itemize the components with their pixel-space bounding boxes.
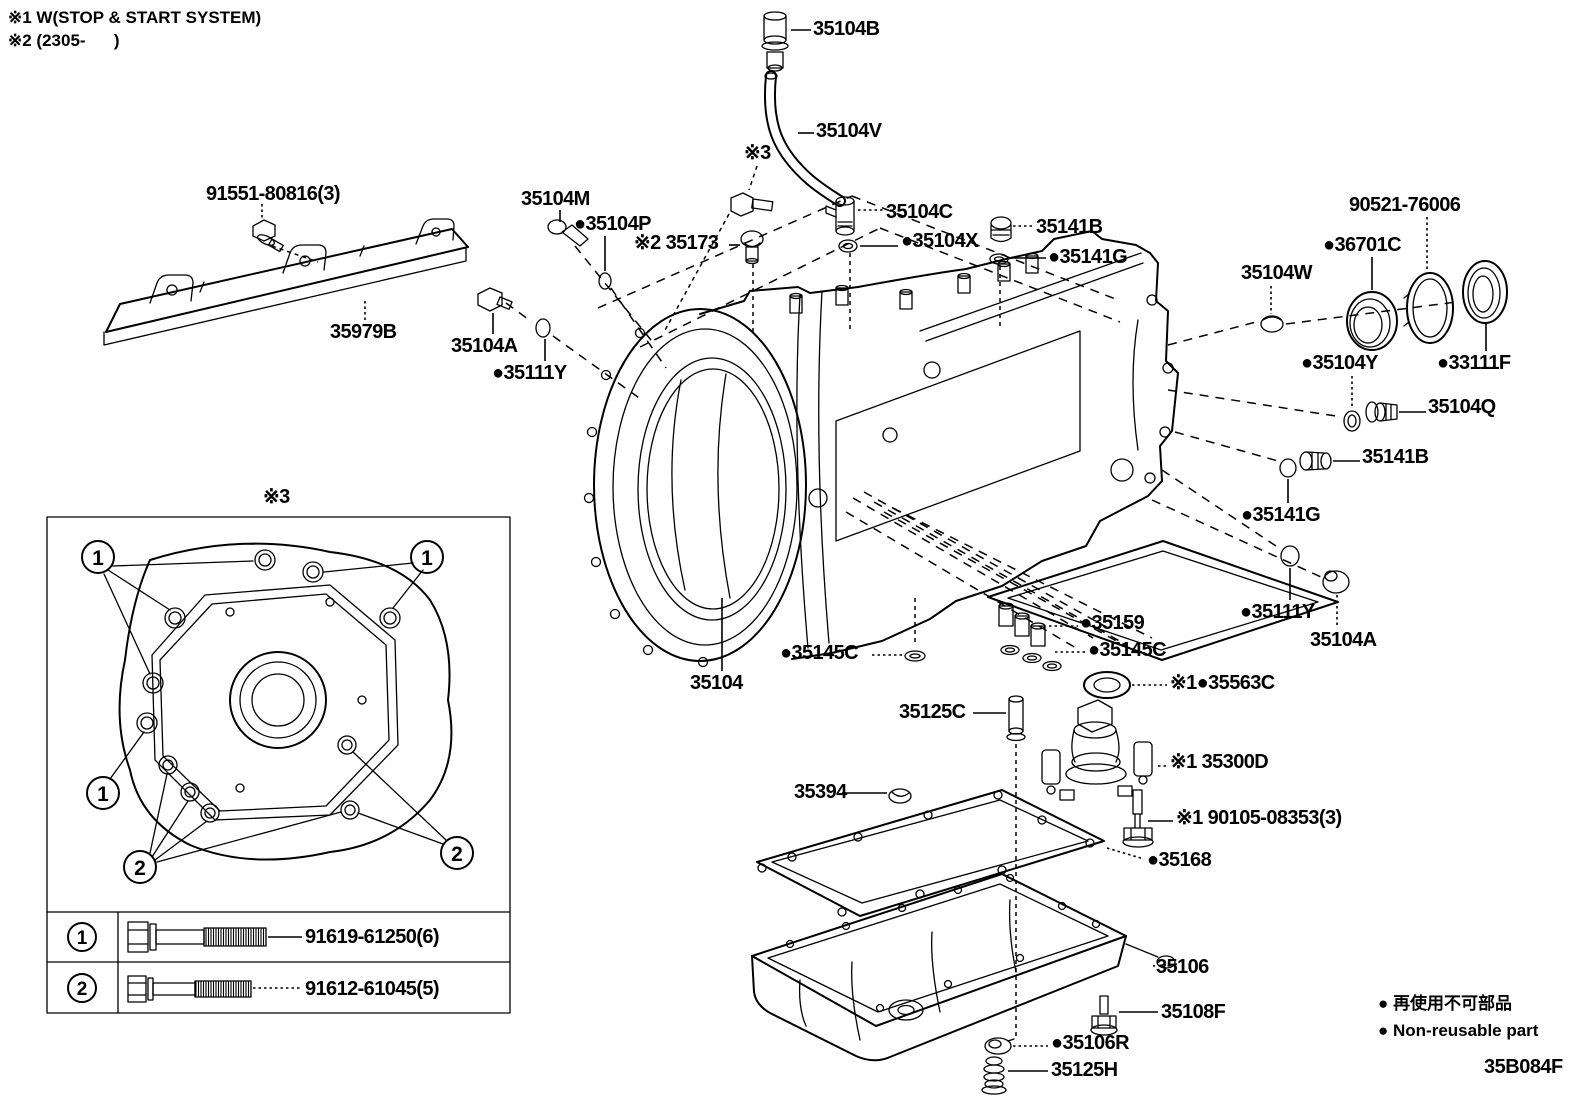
- part-label-35173: ※2 35173: [634, 232, 719, 254]
- part-label-35141B: 35141B: [1036, 216, 1103, 238]
- table-part-91619: 91619-61250(6): [305, 926, 440, 948]
- seal-36701C: [1346, 291, 1398, 351]
- callout-1c: 1: [97, 783, 109, 806]
- legend-nonreusable-en: ● Non-reusable part: [1378, 1021, 1539, 1040]
- sensor-35104M: [547, 219, 589, 247]
- callout-1a: 1: [92, 547, 104, 570]
- part-label-35104Y: ●35104Y: [1301, 352, 1378, 374]
- part-label-35104C: 35104C: [886, 201, 953, 223]
- part-label-35106: 35106: [1156, 956, 1209, 978]
- diagram-code: 35B084F: [1484, 1056, 1563, 1078]
- part-label-35145C-right: ●35145C: [1088, 639, 1167, 661]
- gasket-35168: [756, 789, 1105, 917]
- oring-35104Y: [1343, 410, 1361, 432]
- oil-pan-35106: [751, 873, 1176, 1062]
- inset-housing-rear-view: [103, 542, 453, 863]
- bolt-35108F: [1090, 995, 1118, 1036]
- oring-35111Y-left: [535, 318, 551, 338]
- part-label-35394: 35394: [794, 781, 847, 803]
- part-label-35300D: ※1 35300D: [1170, 751, 1269, 773]
- inset-table: 1 2: [67, 921, 302, 1003]
- table-num-1: 1: [77, 928, 88, 949]
- part-label-35125H: 35125H: [1051, 1059, 1118, 1081]
- part-label-35141G-2: ●35141G: [1241, 504, 1321, 526]
- oring-35104P: [598, 272, 612, 290]
- callout-2a: 2: [134, 857, 146, 880]
- plug-35141B: [990, 216, 1012, 243]
- callout-2b: 2: [451, 843, 463, 866]
- table-part-91612: 91612-61045(5): [305, 978, 440, 1000]
- part-label-35563C: ※1●35563C: [1170, 672, 1275, 694]
- oring-35111Y-2: [1280, 545, 1300, 567]
- callout-1b: 1: [421, 547, 433, 570]
- part-label-35979B: 35979B: [330, 321, 397, 343]
- part-label-35141B-2: 35141B: [1362, 446, 1429, 468]
- part-label-35111Y-left: ●35111Y: [492, 362, 567, 384]
- plug-35104A-2: [1322, 570, 1350, 594]
- part-label-35104A-2: 35104A: [1310, 629, 1377, 651]
- inset-box: 1 1 1 2 2 1 2: [46, 516, 511, 1014]
- snap-ring-90521: [1403, 272, 1454, 344]
- part-label-35104P: ●35104P: [574, 213, 651, 235]
- solenoid-35300D: [1041, 699, 1153, 801]
- part-label-33111F: ●33111F: [1437, 352, 1511, 374]
- legend-nonreusable-jp: ● 再使用不可部品: [1378, 994, 1512, 1013]
- part-label-35106R: ●35106R: [1051, 1032, 1130, 1054]
- note-date-range: ※2 (2305- ): [8, 31, 120, 50]
- part-label-35104B: 35104B: [813, 18, 880, 40]
- fitting-35104Q: [1365, 401, 1398, 423]
- bolt-35173: [740, 230, 764, 265]
- table-num-2: 2: [77, 979, 88, 1000]
- breather-plug-35104B: [761, 11, 789, 72]
- part-label-35104X: ●35104X: [901, 230, 978, 252]
- oring-35104X: [838, 239, 858, 253]
- ref-label-3-inset: ※3: [263, 486, 290, 508]
- pin-35125C: [1006, 695, 1026, 742]
- rail-35979B: [103, 218, 469, 346]
- plug-35125H: [981, 1056, 1007, 1095]
- part-label-35104: 35104: [690, 672, 743, 694]
- part-label-91551-80816: 91551-80816(3): [206, 183, 341, 205]
- part-label-35159: ●35159: [1080, 612, 1145, 634]
- part-label-35104W: 35104W: [1241, 262, 1313, 284]
- bolt-ref3: [730, 192, 774, 217]
- union-35104C: [825, 196, 855, 236]
- bolt-35104A-left: [477, 287, 513, 312]
- inset-callouts: 1 1 1 2 2: [81, 540, 474, 884]
- oring-35141G-2: [1279, 458, 1297, 478]
- leader-lines: [261, 29, 1487, 1072]
- washer-35563C: [1083, 671, 1131, 699]
- part-label-35104M: 35104M: [521, 188, 590, 210]
- bolt-91551: [252, 219, 284, 253]
- cap-35104W: [1260, 315, 1284, 333]
- part-label-35145C-left: ●35145C: [780, 642, 859, 664]
- pistons-35159: [998, 602, 1062, 672]
- hose-35104V: [763, 70, 846, 207]
- part-label-35108F: 35108F: [1161, 1001, 1226, 1023]
- note-stop-start: ※1 W(STOP & START SYSTEM): [8, 8, 262, 27]
- part-label-90521-76006: 90521-76006: [1349, 194, 1461, 216]
- ref-label-3-top: ※3: [744, 142, 771, 164]
- plug-35141B-2: [1299, 451, 1332, 471]
- part-label-35104Q: 35104Q: [1428, 396, 1496, 418]
- seal-33111F: [1462, 260, 1508, 324]
- bolt-drawing-91619: [127, 921, 267, 953]
- projection-lines: [271, 165, 1457, 1036]
- part-label-35141G: ●35141G: [1048, 246, 1128, 268]
- bolt-90105: [1122, 789, 1154, 848]
- washer-35106R: [984, 1037, 1015, 1055]
- bolt-drawing-91612: [127, 975, 252, 1003]
- transmission-case: [583, 230, 1339, 668]
- part-label-35125C: 35125C: [899, 701, 966, 723]
- seal-35394: [888, 788, 912, 804]
- part-label-35104V: 35104V: [816, 120, 882, 142]
- part-label-35104A-left: 35104A: [451, 335, 518, 357]
- part-label-90105-08353: ※1 90105-08353(3): [1176, 807, 1342, 829]
- oring-35145C-left: [904, 650, 926, 662]
- part-label-35168: ●35168: [1147, 849, 1212, 871]
- part-label-35111Y-2: ●35111Y: [1240, 601, 1315, 623]
- part-label-36701C: ●36701C: [1323, 234, 1402, 256]
